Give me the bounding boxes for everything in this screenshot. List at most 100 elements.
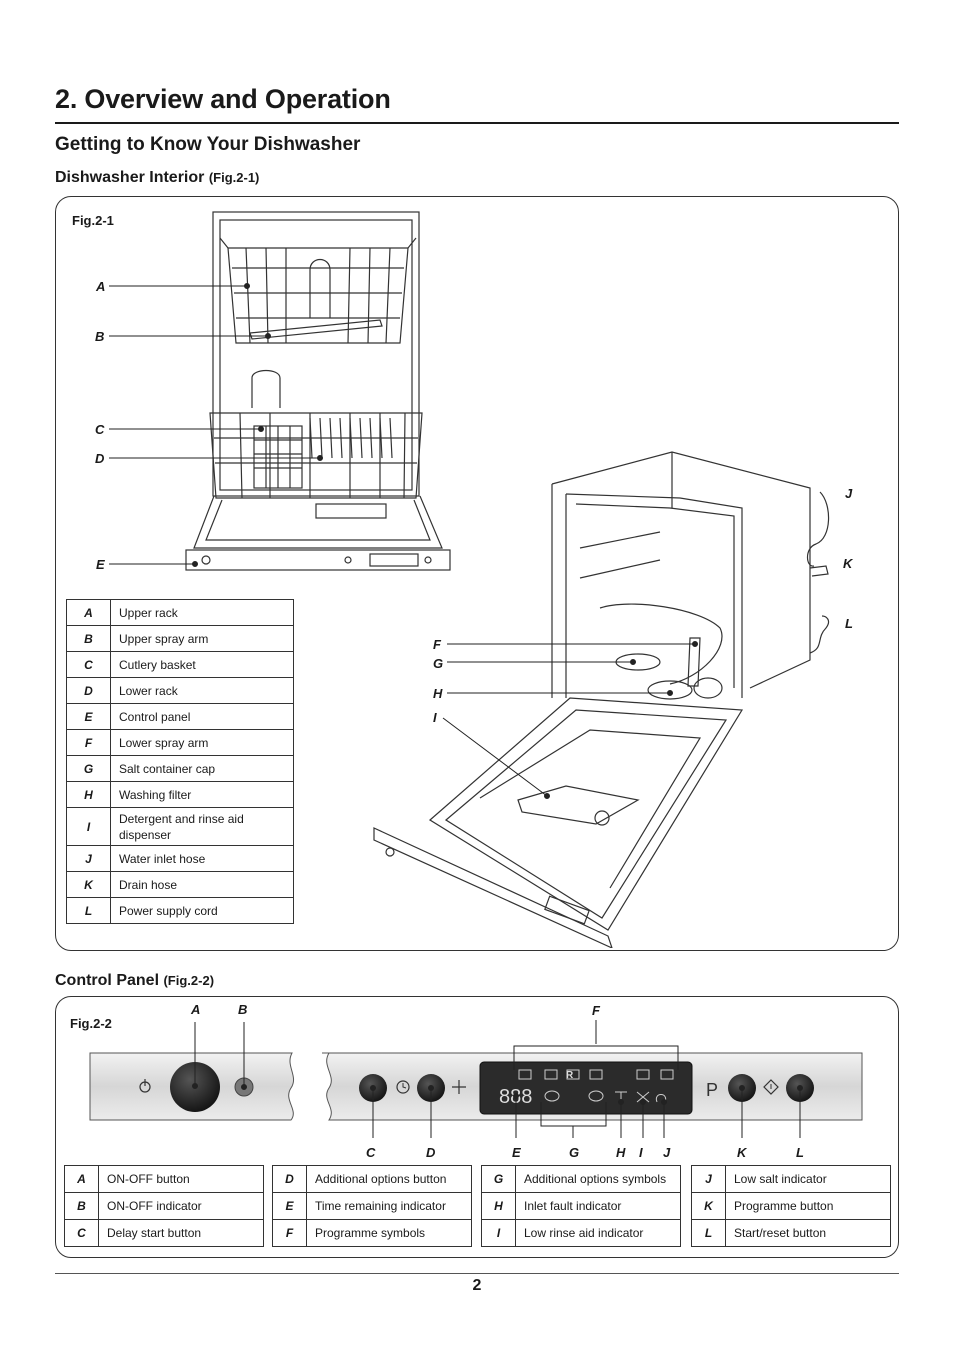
legend-key: J bbox=[66, 845, 111, 872]
interior-figure-frame bbox=[55, 196, 899, 951]
callout-i: I bbox=[433, 710, 437, 725]
legend-key: C bbox=[66, 651, 111, 678]
legend-key: F bbox=[272, 1219, 307, 1247]
callout-k: K bbox=[843, 556, 853, 571]
callout-a: A bbox=[96, 279, 106, 294]
legend-key: L bbox=[66, 897, 111, 924]
callout-c: C bbox=[95, 422, 105, 437]
interior-heading-ref: (Fig.2-1) bbox=[208, 170, 260, 185]
legend-text: Time remaining indicator bbox=[306, 1192, 472, 1220]
legend-key: G bbox=[66, 755, 111, 782]
legend-key: D bbox=[272, 1165, 307, 1193]
legend-text: Control panel bbox=[110, 703, 294, 730]
fig-2-2-label: Fig.2-2 bbox=[70, 1016, 112, 1031]
legend-key: G bbox=[481, 1165, 516, 1193]
cp-callout-d: D bbox=[426, 1145, 436, 1160]
legend-text: Low rinse aid indicator bbox=[515, 1219, 681, 1247]
legend-text: ON-OFF button bbox=[98, 1165, 264, 1193]
control-heading-ref: (Fig.2-2) bbox=[163, 973, 215, 988]
callout-l: L bbox=[845, 616, 853, 631]
fig-2-1-label: Fig.2-1 bbox=[72, 213, 114, 228]
legend-key: K bbox=[66, 871, 111, 898]
power-symbol-icon bbox=[139, 1079, 151, 1093]
programme-symbols-icons bbox=[518, 1069, 674, 1080]
callout-e: E bbox=[96, 557, 105, 572]
legend-text: Lower rack bbox=[110, 677, 294, 704]
legend-text: Detergent and rinse aid dispenser bbox=[110, 807, 294, 846]
start-reset-icon bbox=[763, 1079, 779, 1095]
section-title: Getting to Know Your Dishwasher bbox=[55, 134, 361, 155]
legend-key: B bbox=[64, 1192, 99, 1220]
legend-text: Power supply cord bbox=[110, 897, 294, 924]
cp-callout-c: C bbox=[366, 1145, 376, 1160]
legend-key: C bbox=[64, 1219, 99, 1247]
legend-text: Low salt indicator bbox=[725, 1165, 891, 1193]
cp-callout-l: L bbox=[796, 1145, 804, 1160]
callout-f: F bbox=[433, 637, 441, 652]
cp-callout-k: K bbox=[737, 1145, 747, 1160]
legend-text: Upper spray arm bbox=[110, 625, 294, 652]
interior-heading: Dishwasher Interior (Fig.2-1) bbox=[55, 169, 259, 187]
control-figure-frame bbox=[55, 996, 899, 1258]
legend-text: Inlet fault indicator bbox=[515, 1192, 681, 1220]
page-title: 2. Overview and Operation bbox=[55, 84, 391, 114]
legend-key: E bbox=[66, 703, 111, 730]
cp-callout-a: A bbox=[191, 1002, 201, 1017]
cp-callout-i: I bbox=[639, 1145, 643, 1160]
cp-callout-b: B bbox=[238, 1002, 248, 1017]
callout-j: J bbox=[845, 486, 853, 501]
legend-text: Programme symbols bbox=[306, 1219, 472, 1247]
legend-text: Upper rack bbox=[110, 599, 294, 626]
programme-key-r: R bbox=[566, 1070, 574, 1081]
control-heading: Control Panel (Fig.2-2) bbox=[55, 972, 214, 990]
legend-text: Cutlery basket bbox=[110, 651, 294, 678]
page-number: 2 bbox=[472, 1277, 482, 1294]
legend-key: E bbox=[272, 1192, 307, 1220]
control-panel-illustration: R 888 P bbox=[89, 1020, 863, 1138]
callout-g: G bbox=[433, 656, 444, 671]
legend-key: H bbox=[481, 1192, 516, 1220]
legend-key: F bbox=[66, 729, 111, 756]
callout-b: B bbox=[95, 329, 105, 344]
control-heading-text: Control Panel bbox=[55, 972, 160, 989]
legend-key: H bbox=[66, 781, 111, 808]
interior-heading-text: Dishwasher Interior bbox=[55, 169, 205, 186]
legend-key: B bbox=[66, 625, 111, 652]
display-window bbox=[479, 1061, 693, 1115]
legend-text: Additional options button bbox=[306, 1165, 472, 1193]
plus-icon bbox=[452, 1080, 466, 1094]
legend-text: ON-OFF indicator bbox=[98, 1192, 264, 1220]
legend-text: Water inlet hose bbox=[110, 845, 294, 872]
cp-callout-e: E bbox=[512, 1145, 521, 1160]
footer-rule bbox=[55, 1273, 899, 1274]
cp-callout-f: F bbox=[592, 1003, 600, 1018]
legend-text: Additional options symbols bbox=[515, 1165, 681, 1193]
title-rule bbox=[55, 122, 899, 124]
legend-text: Salt container cap bbox=[110, 755, 294, 782]
